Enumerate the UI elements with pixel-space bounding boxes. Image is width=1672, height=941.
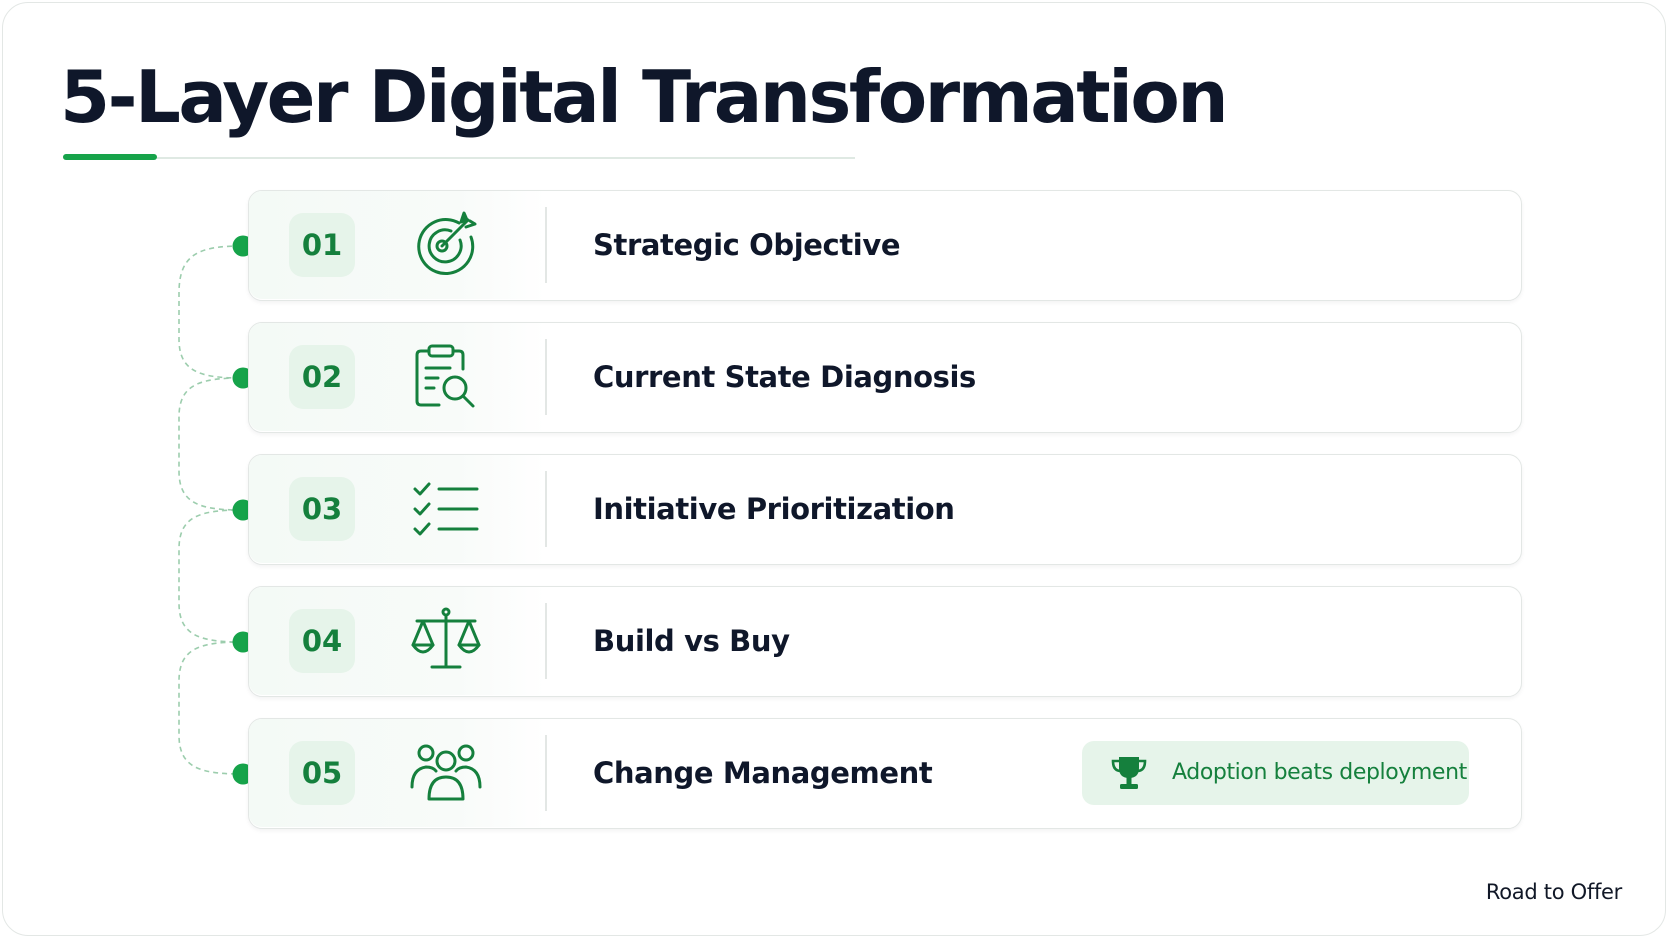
- layer-row-01: 01 Strategic Objective: [248, 190, 1522, 301]
- connector-path: [178, 245, 242, 775]
- layer-label: Build vs Buy: [593, 624, 790, 658]
- layer-label: Change Management: [593, 756, 933, 790]
- layer-row-04: 04 Build vs Buy: [248, 586, 1522, 697]
- layer-number: 03: [289, 477, 355, 541]
- row-divider: [545, 339, 547, 415]
- layer-label: Current State Diagnosis: [593, 360, 976, 394]
- trophy-icon: [1110, 754, 1148, 792]
- layer-number: 02: [289, 345, 355, 409]
- adoption-badge: Adoption beats deployment: [1082, 741, 1469, 805]
- row-divider: [545, 735, 547, 811]
- title-accent-bar: [63, 154, 157, 160]
- people-group-icon: [409, 737, 483, 809]
- row-divider: [545, 207, 547, 283]
- layer-row-03: 03 Initiative Prioritization: [248, 454, 1522, 565]
- page-title: 5-Layer Digital Transformation: [60, 55, 1229, 139]
- layer-row-05: 05 Change Management: [248, 718, 1522, 829]
- footer-brand: Road to Offer: [1485, 880, 1622, 904]
- balance-scale-icon: [409, 605, 483, 677]
- layer-row-02: 02 Current State Diagnosis: [248, 322, 1522, 433]
- layer-number: 01: [289, 213, 355, 277]
- row-divider: [545, 603, 547, 679]
- clipboard-search-icon: [409, 341, 483, 413]
- row-divider: [545, 471, 547, 547]
- target-icon: [409, 209, 483, 281]
- layer-number: 05: [289, 741, 355, 805]
- layer-number: 04: [289, 609, 355, 673]
- title-underline: [63, 157, 855, 159]
- layer-label: Strategic Objective: [593, 228, 901, 262]
- badge-text: Adoption beats deployment: [1172, 760, 1467, 785]
- layer-label: Initiative Prioritization: [593, 492, 955, 526]
- checklist-icon: [409, 473, 483, 545]
